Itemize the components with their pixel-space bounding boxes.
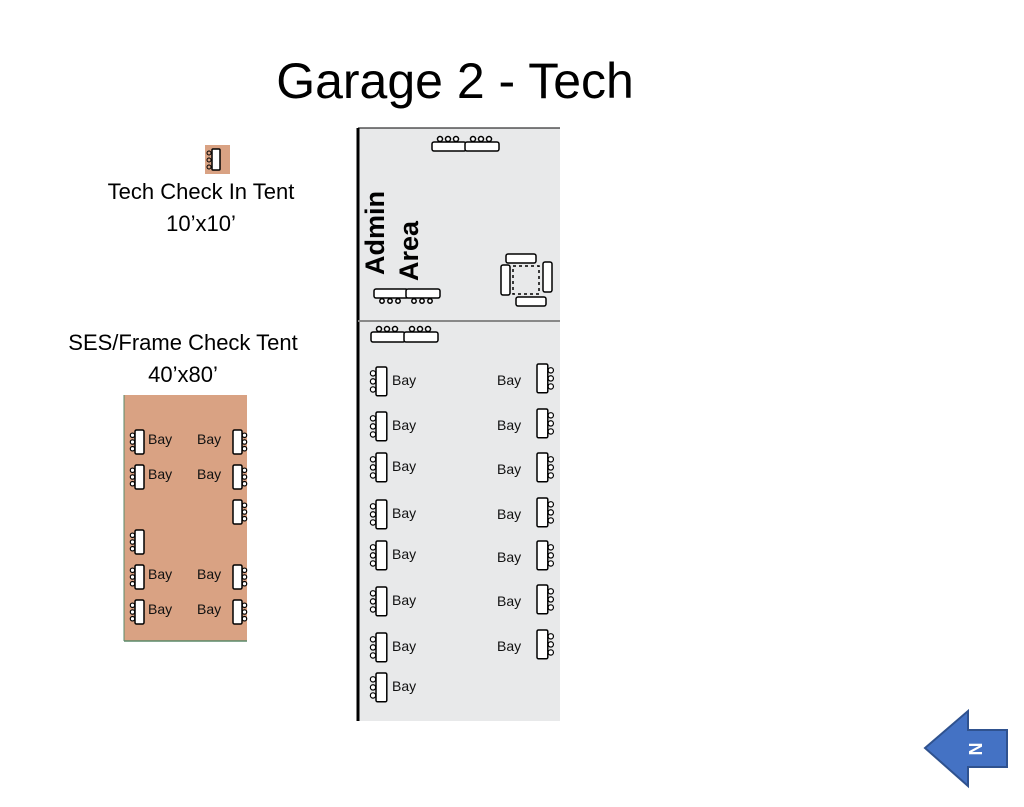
tech-checkin-label: Tech Check In Tent bbox=[107, 179, 295, 204]
bay-label: Bay bbox=[148, 466, 173, 482]
bay-label: Bay bbox=[148, 601, 173, 617]
bay-table bbox=[536, 452, 555, 483]
bay-label: Bay bbox=[392, 592, 417, 608]
bay-label: Bay bbox=[497, 417, 522, 433]
bay-label: Bay bbox=[392, 505, 417, 521]
admin-top-tables bbox=[431, 135, 500, 152]
bay-table bbox=[536, 363, 555, 394]
bay-table bbox=[536, 497, 555, 528]
tech-checkin-size: 10’x10’ bbox=[166, 211, 236, 236]
bay-table bbox=[536, 584, 555, 615]
bay-table bbox=[232, 599, 248, 625]
admin-label-line1: Admin bbox=[360, 191, 390, 275]
bay-table bbox=[369, 672, 388, 703]
bay-table bbox=[129, 429, 145, 455]
ses-tent-label: SES/Frame Check Tent bbox=[68, 330, 298, 355]
bay-table bbox=[369, 586, 388, 617]
bay-label: Bay bbox=[148, 566, 173, 582]
bay-table bbox=[232, 564, 248, 590]
bay-label: Bay bbox=[392, 417, 417, 433]
north-arrow-label: N bbox=[965, 742, 985, 756]
bay-table bbox=[369, 366, 388, 397]
bay-table bbox=[536, 408, 555, 439]
admin-side-tables bbox=[373, 288, 441, 304]
bay-label: Bay bbox=[392, 638, 417, 654]
bay-table bbox=[232, 464, 248, 490]
bay-table bbox=[369, 452, 388, 483]
north-arrow-icon bbox=[923, 708, 1008, 789]
bay-label: Bay bbox=[197, 566, 222, 582]
bay-table bbox=[129, 464, 145, 490]
bay-table bbox=[536, 540, 555, 571]
bay-label: Bay bbox=[497, 593, 522, 609]
bay-label: Bay bbox=[392, 458, 417, 474]
bay-label: Bay bbox=[197, 601, 222, 617]
bay-table bbox=[369, 540, 388, 571]
bay-table bbox=[369, 499, 388, 530]
bay-label: Bay bbox=[497, 549, 522, 565]
ses-tent-size: 40’x80’ bbox=[148, 362, 218, 387]
page-title: Garage 2 - Tech bbox=[276, 53, 634, 109]
bay-table bbox=[369, 632, 388, 663]
bay-label: Bay bbox=[197, 431, 222, 447]
tech-checkin-tent bbox=[205, 145, 230, 174]
garage-building bbox=[356, 127, 560, 721]
bay-label: Bay bbox=[197, 466, 222, 482]
bay-label: Bay bbox=[497, 638, 522, 654]
bay-label: Bay bbox=[497, 506, 522, 522]
admin-meeting-table bbox=[500, 253, 553, 307]
bay-table bbox=[129, 529, 145, 555]
bay-table bbox=[232, 429, 248, 455]
bay-table bbox=[536, 629, 555, 660]
bay-table bbox=[232, 499, 248, 525]
admin-label-line2: Area bbox=[394, 220, 424, 282]
bay-label: Bay bbox=[392, 678, 417, 694]
bay-table bbox=[129, 599, 145, 625]
bay-label: Bay bbox=[392, 372, 417, 388]
bay-table bbox=[129, 564, 145, 590]
bay-label: Bay bbox=[148, 431, 173, 447]
divider-tables bbox=[370, 325, 439, 343]
bay-label: Bay bbox=[497, 461, 522, 477]
bay-label: Bay bbox=[392, 546, 417, 562]
bay-label: Bay bbox=[497, 372, 522, 388]
bay-table bbox=[369, 411, 388, 442]
